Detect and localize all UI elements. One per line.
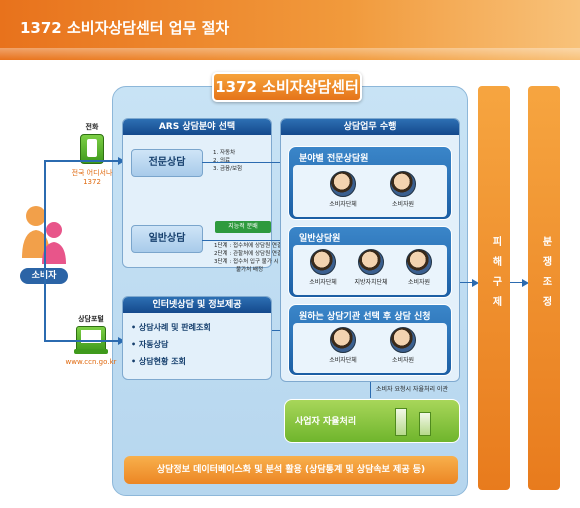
- general-consult-button[interactable]: 일반상담: [131, 225, 203, 253]
- internet-items: • 상담사례 및 판례조회 • 자동상담 • 상담현황 조회: [131, 319, 211, 370]
- ars-panel: ARS 상담분야 선택 전문상담 1. 자동차 2. 의료 3. 금융/보험 지…: [122, 118, 272, 268]
- portal-label: 상담포털: [78, 315, 104, 323]
- mediation-label: 분쟁조정: [540, 236, 551, 316]
- page-title: 1372 소비자상담센터 업무 절차: [20, 19, 230, 37]
- building-icon: [395, 408, 407, 436]
- chosen-person-1: 소비자단체: [323, 327, 363, 364]
- center-title: 1372 소비자상담센터: [212, 72, 362, 102]
- general-group-title: 일반상담원: [299, 234, 341, 244]
- arrow-portal: [118, 337, 125, 345]
- mediation-column: 분쟁조정: [528, 86, 560, 490]
- connector-mediation: [510, 282, 526, 283]
- arrow-phone: [118, 157, 125, 165]
- internet-item-cases[interactable]: • 상담사례 및 판례조회: [131, 323, 211, 332]
- internet-panel-title: 인터넷상담 및 정보제공: [123, 297, 271, 313]
- regional-dispatch-label: 지능적 분배: [215, 221, 271, 233]
- building-icon: [419, 412, 431, 436]
- expert-consult-button[interactable]: 전문상담: [131, 149, 203, 177]
- connector-expert: [202, 162, 286, 163]
- chosen-group-title: 원하는 상담기관 선택 후 상담 신청: [299, 312, 431, 322]
- expert-person-1: 소비자단체: [323, 171, 363, 208]
- arrow-relief: [472, 279, 479, 287]
- expert-group: 분야별 전문상담원 소비자단체 소비자원: [288, 146, 452, 220]
- phone-line1: 전국 어디서나: [71, 169, 113, 177]
- header-decoration: [0, 48, 580, 60]
- internet-item-status[interactable]: • 상담현황 조회: [131, 357, 186, 366]
- self-resolve-label: 사업자 자율처리: [295, 417, 357, 427]
- general-notes: 1단계 : 접수처에 상담원 연결 2단계 : 관할처에 상담원 연결 3단계 …: [214, 243, 283, 273]
- phone-label: 전화: [85, 123, 99, 131]
- arrow-mediation: [522, 279, 529, 287]
- connector-phone: [44, 160, 120, 162]
- ars-panel-title: ARS 상담분야 선택: [123, 119, 271, 135]
- phone-icon: [80, 134, 104, 164]
- consultant-icon: [390, 171, 416, 197]
- computer-icon: [74, 326, 108, 354]
- consultant-icon: [310, 249, 336, 275]
- portal-channel: 상담포털 www.ccn.go.kr: [60, 314, 122, 366]
- consultant-icon: [330, 327, 356, 353]
- general-person-2: 지방자치단체: [351, 249, 391, 286]
- consultant-icon: [406, 249, 432, 275]
- connector-relief: [460, 282, 476, 283]
- connector-self: [370, 382, 371, 398]
- consultant-icon: [330, 171, 356, 197]
- connector-portal: [44, 340, 120, 342]
- phone-channel: 전화 전국 어디서나 1372: [62, 122, 122, 186]
- connector-internet: [272, 330, 286, 331]
- phone-line2: 1372: [83, 178, 101, 186]
- chosen-agency-group: 원하는 상담기관 선택 후 상담 신청 소비자단체 소비자원: [288, 304, 452, 376]
- portal-url[interactable]: www.ccn.go.kr: [65, 358, 117, 366]
- internet-item-auto[interactable]: • 자동상담: [131, 340, 169, 349]
- expert-notes: 1. 자동차 2. 의료 3. 금융/보험: [213, 150, 243, 172]
- general-person-3: 소비자원: [399, 249, 439, 286]
- consultant-icon: [358, 249, 384, 275]
- general-group: 일반상담원 소비자단체 지방자치단체 소비자원: [288, 226, 452, 298]
- consultant-icon: [390, 327, 416, 353]
- page-header: 1372 소비자상담센터 업무 절차: [0, 0, 580, 60]
- expert-person-2: 소비자원: [383, 171, 423, 208]
- connector-general: [202, 240, 286, 241]
- self-resolve-note: 소비자 요청시 자율처리 이관: [376, 386, 448, 393]
- general-person-1: 소비자단체: [303, 249, 343, 286]
- relief-column: 피해구제: [478, 86, 510, 490]
- process-panel-title: 상담업무 수행: [281, 119, 459, 135]
- relief-label: 피해구제: [490, 236, 501, 316]
- internet-panel: 인터넷상담 및 정보제공 • 상담사례 및 판례조회 • 자동상담 • 상담현황…: [122, 296, 272, 380]
- business-self-resolve: 사업자 자율처리: [284, 399, 460, 443]
- consumer-icon: [22, 206, 66, 264]
- chosen-person-2: 소비자원: [383, 327, 423, 364]
- database-bar: 상담정보 데이터베이스화 및 분석 활용 (상담통계 및 상담속보 제공 등): [124, 456, 458, 484]
- connector-vertical: [44, 160, 46, 340]
- expert-group-title: 분야별 전문상담원: [299, 154, 369, 164]
